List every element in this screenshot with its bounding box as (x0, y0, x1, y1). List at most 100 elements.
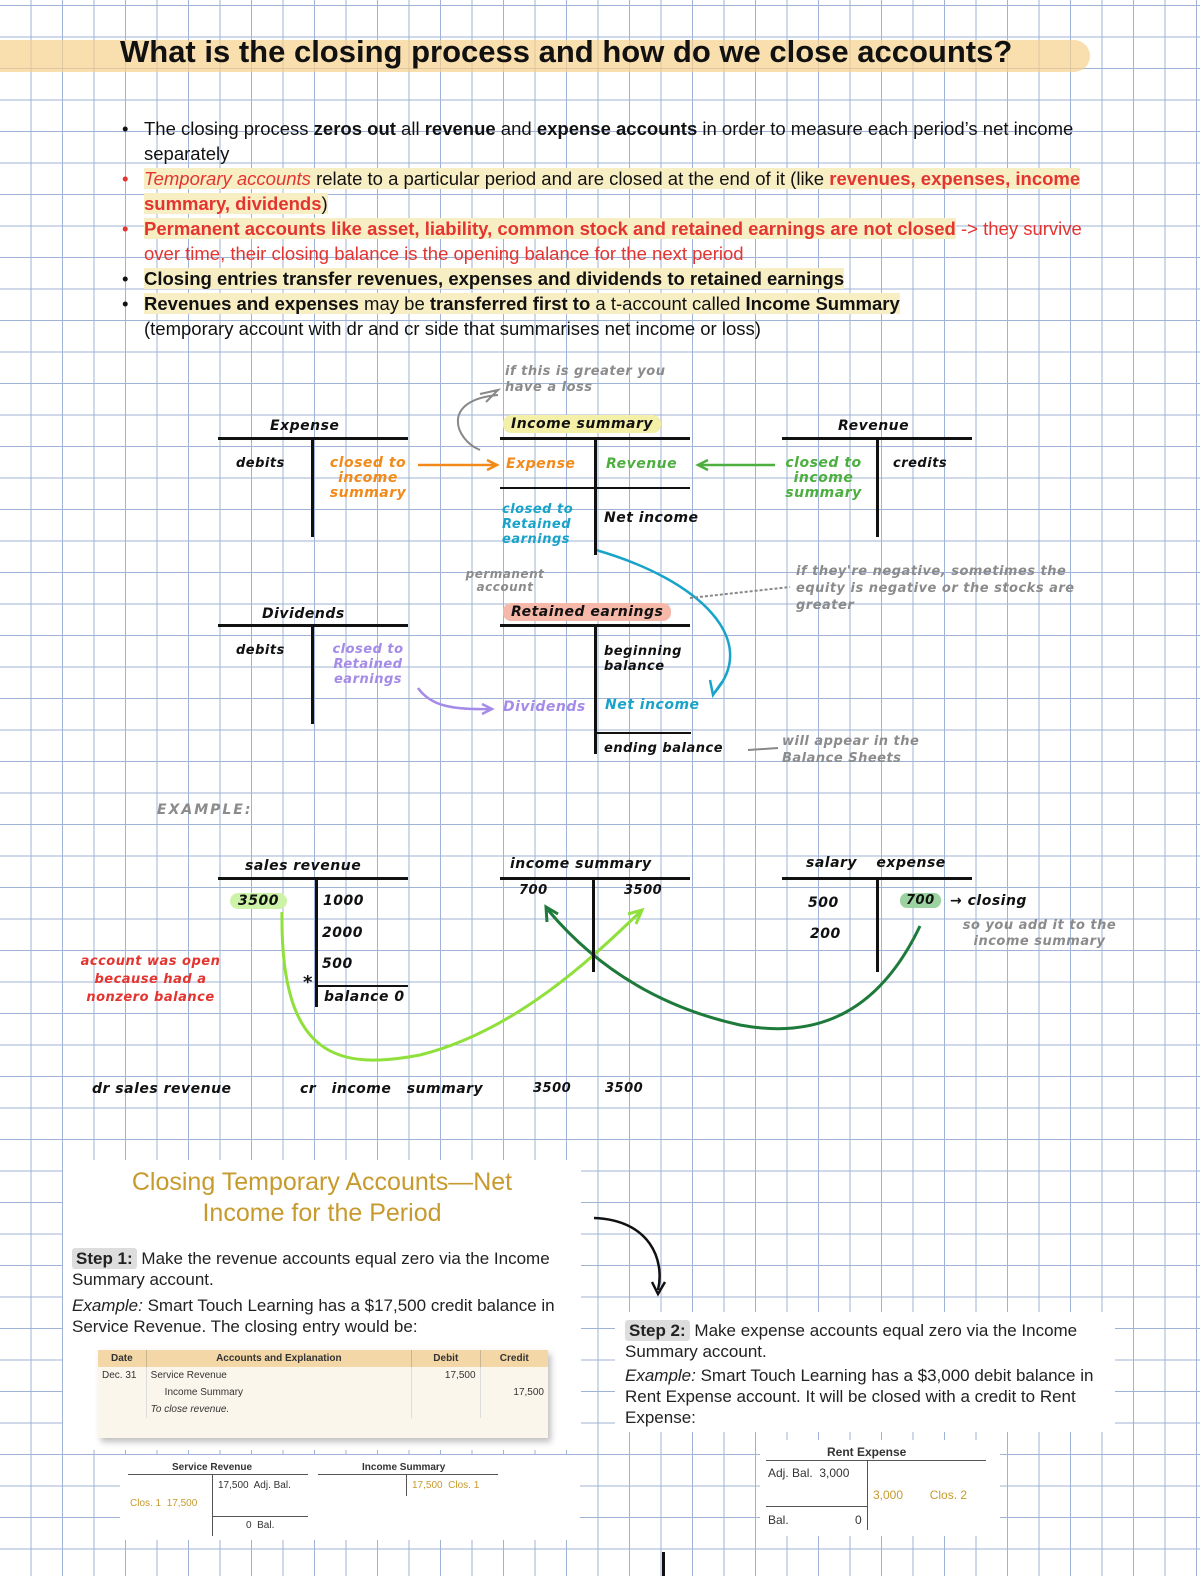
text: 0 (246, 1520, 252, 1531)
darkgreen-arrow-head (544, 904, 559, 923)
journal-row1-debit: 17,500 (411, 1367, 481, 1384)
text: Example: (72, 1296, 143, 1315)
bullet-4: Closing entries transfer revenues, expen… (118, 266, 1108, 291)
rent-bal-value: 0 (855, 1513, 862, 1527)
is-t-top (318, 1474, 498, 1475)
text: Adj. Bal. (253, 1480, 291, 1491)
step1-tag: Step 1: (72, 1248, 137, 1269)
rent-bal: Bal. (768, 1513, 789, 1527)
book-title-line-1: Closing Temporary Accounts—Net (131, 1168, 513, 1196)
is-right: 17,500 Clos. 1 (412, 1480, 479, 1491)
text: 17,500 (412, 1480, 443, 1491)
lime-arrow (280, 910, 642, 1062)
re-t-stem (594, 624, 597, 754)
dividends-t-stem (311, 624, 314, 724)
income-net: Net income (604, 510, 699, 526)
negative-note: if they're negative, sometimes the equit… (796, 564, 1075, 613)
is-t-stem (406, 1474, 407, 1496)
loss-arrow (456, 394, 499, 451)
journal-table: Date Accounts and Explanation Debit Cred… (98, 1350, 548, 1418)
text: Clos. 1 (130, 1498, 162, 1509)
salary-note: so you add it to the income summary (962, 918, 1117, 949)
text: 17,500 (166, 1498, 198, 1509)
salary-closing: → closing (950, 893, 1027, 909)
ex-income-t-stem (592, 877, 595, 972)
text: -> they survive over time, their closing… (144, 218, 1082, 264)
bottom-mark (662, 1552, 665, 1576)
sales-t-top (218, 877, 408, 880)
sr-t-total (212, 1516, 308, 1517)
salary-left-2: 200 (810, 926, 841, 942)
journal-box: Date Accounts and Explanation Debit Cred… (98, 1350, 548, 1438)
revenue-title: Revenue (838, 418, 910, 434)
entry-dr: dr sales revenue (92, 1081, 232, 1097)
journal-empty (480, 1401, 548, 1418)
journal-empty (411, 1401, 481, 1418)
dividends-closed: closed to Retained earnings (332, 642, 404, 687)
rent-t-stem (867, 1460, 868, 1530)
grey-arrow-2 (747, 747, 779, 751)
journal-header: Date Accounts and Explanation Debit Cred… (98, 1350, 548, 1367)
book-arrow-head (650, 1281, 667, 1297)
text: expense accounts (536, 118, 698, 139)
sales-right-2: 2000 (322, 925, 363, 941)
journal-h-credit: Credit (480, 1350, 548, 1367)
ex-income-left: 700 (519, 883, 548, 898)
dividends-title: Dividends (262, 606, 345, 622)
sales-left-value: 3500 (230, 893, 287, 909)
text: Bal. (768, 1513, 789, 1527)
expense-title: Expense (270, 418, 340, 434)
is-title: Income Summary (362, 1462, 446, 1473)
revenue-closed: closed to income summary (785, 455, 862, 501)
green-arrow-head (695, 458, 709, 472)
text: ) (321, 193, 328, 214)
journal-row1: Service Revenue (146, 1367, 413, 1384)
purple-arrow (416, 687, 491, 711)
sr-title: Service Revenue (172, 1462, 253, 1473)
revenue-t-stem (876, 437, 879, 537)
text: Income Summary (745, 293, 900, 314)
text: may be (358, 293, 430, 314)
journal-h-date: Date (98, 1350, 147, 1367)
cyan-arrow-head (708, 679, 724, 699)
journal-row2-credit: 17,500 (513, 1387, 544, 1398)
orange-arrow-head (486, 458, 500, 472)
text: Example: (625, 1366, 696, 1385)
text: Temporary accounts (144, 168, 311, 189)
cyan-arrow (595, 548, 732, 693)
lime-arrow-head (627, 907, 645, 925)
text: all (395, 118, 425, 139)
income-t-mid (500, 487, 690, 489)
loss-arrow-head (479, 388, 502, 403)
sales-right-3: 500 (322, 956, 353, 972)
journal-row1-credit (480, 1367, 548, 1384)
grey-arrow (689, 586, 791, 599)
bullet-list: The closing process zeros out all revenu… (118, 116, 1108, 341)
sales-t-stem (315, 877, 318, 1007)
journal-date: Dec. 31 (98, 1367, 147, 1384)
dividends-debits: debits (236, 643, 285, 658)
loss-note: if this is greater you have a loss (505, 364, 666, 395)
ex-income-right: 3500 (624, 883, 663, 898)
book-title: Closing Temporary Accounts—Net Income fo… (63, 1167, 581, 1229)
journal-h-account: Accounts and Explanation (146, 1350, 413, 1367)
step2-text: Step 2: Make expense accounts equal zero… (625, 1320, 1115, 1362)
page-title: What is the closing process and how do w… (120, 34, 1013, 69)
rent-title: Rent Expense (827, 1445, 907, 1459)
text: revenue (424, 118, 496, 139)
text: 3,000 (873, 1488, 904, 1502)
bullet-3: Permanent accounts like asset, liability… (118, 216, 1108, 266)
re-net-income: Net income (605, 697, 700, 713)
sales-note: account was open because had a nonzero b… (80, 954, 221, 1005)
text: a t-account called (590, 293, 746, 314)
re-beginning: beginning balance (604, 644, 682, 674)
text: (temporary account with dr and cr side t… (144, 318, 761, 339)
text: Permanent accounts like asset, liability… (144, 218, 956, 239)
text: Adj. Bal. (768, 1466, 813, 1480)
sales-right-1: 1000 (323, 893, 364, 909)
salary-left-1: 500 (808, 895, 839, 911)
step2-example: Example: Smart Touch Learning has a $3,0… (625, 1365, 1115, 1428)
journal-row2: Income Summary (146, 1384, 413, 1401)
text: Smart Touch Learning has a $17,500 credi… (72, 1296, 555, 1336)
sales-t-total (318, 985, 408, 987)
